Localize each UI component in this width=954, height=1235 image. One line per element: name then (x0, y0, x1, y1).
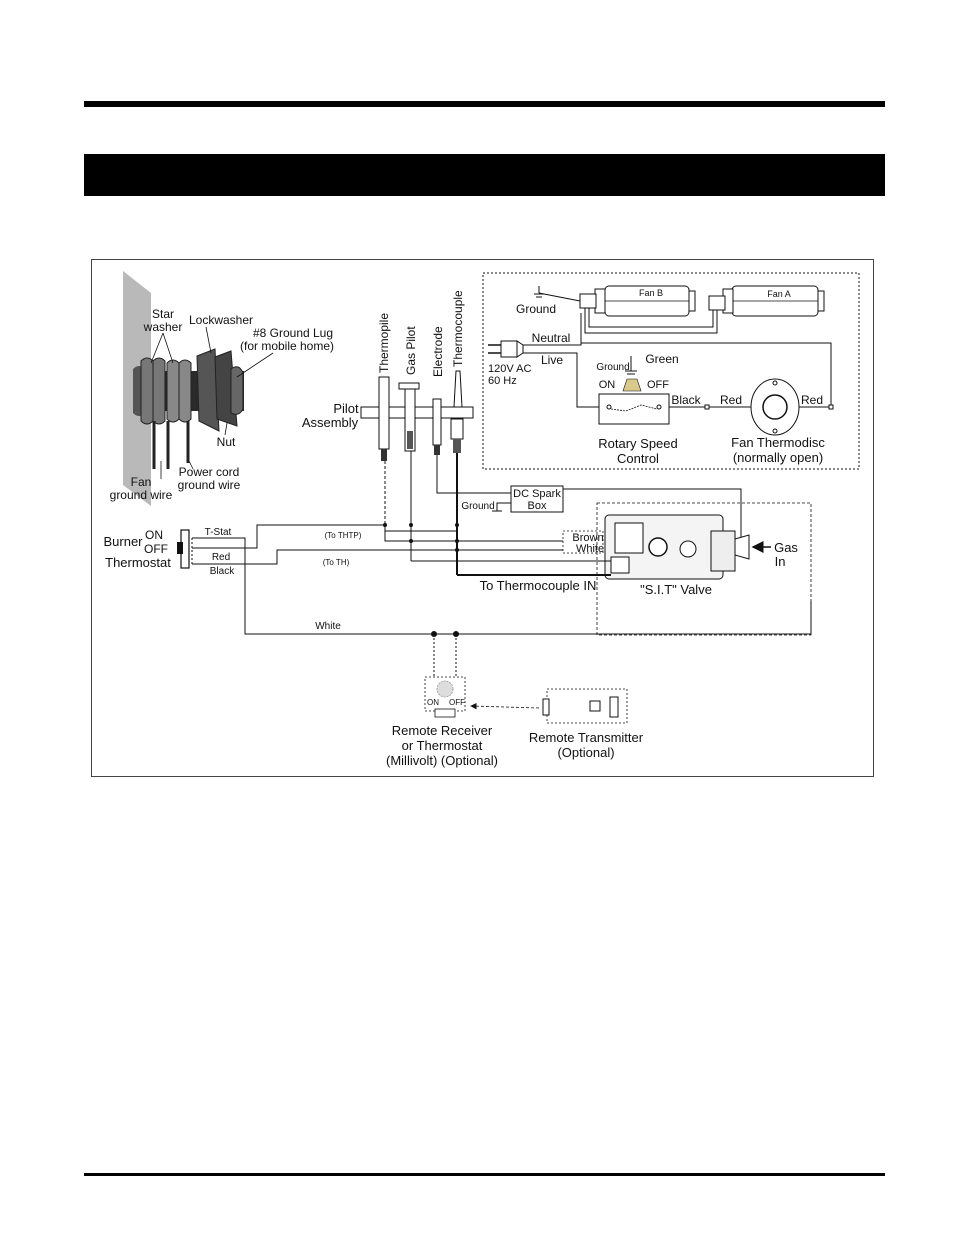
title-bar (84, 154, 885, 196)
label-fan-thermodisc-2: (normally open) (733, 450, 823, 465)
label-power-ground: Power cord (179, 465, 240, 479)
label-on: ON (599, 379, 616, 391)
remote-signal-arrow (470, 702, 540, 710)
label-lockwasher: Lockwasher (189, 313, 253, 327)
label-black-switch: Black (210, 566, 235, 577)
label-fan-a: Fan A (767, 289, 791, 299)
label-thermopile: Thermopile (377, 313, 391, 373)
fan-a (708, 285, 825, 317)
remote-receiver (424, 676, 466, 718)
electrode-shape (432, 398, 442, 446)
label-power-rating: 120V AC (488, 363, 531, 375)
brown-white-terminal (562, 530, 604, 554)
label-off: OFF (647, 379, 669, 391)
label-thermostat: Thermostat (105, 555, 171, 570)
label-fan-thermodisc: Fan Thermodisc (731, 435, 825, 450)
label-pilot-assembly-2: Assembly (302, 415, 359, 430)
label-gas-pilot: Gas Pilot (404, 326, 418, 375)
remote-transmitter (542, 688, 628, 724)
label-burner-off: OFF (144, 542, 168, 556)
label-remote-receiver-2: or Thermostat (402, 738, 483, 753)
label-fan-ground: Fan (131, 475, 152, 489)
label-burner: Burner (103, 534, 143, 549)
dc-spark-box (510, 485, 564, 513)
wire-junctions (383, 523, 459, 637)
label-power-ground-2: ground wire (178, 478, 241, 492)
valve-knob-icon (679, 540, 697, 558)
label-ground-lug: #8 Ground Lug (253, 326, 333, 340)
label-pilot-assembly: Pilot (333, 401, 359, 416)
label-electrode: Electrode (431, 326, 445, 377)
fan-thermodisc (750, 378, 834, 436)
label-ground-lug-2: (for mobile home) (240, 339, 334, 353)
top-rule (84, 101, 885, 107)
knob-icon (622, 378, 642, 392)
label-brown: Brown (572, 532, 603, 544)
gas-pilot-shape (404, 388, 416, 452)
label-white-valve: White (576, 543, 604, 555)
pilot-assembly (360, 370, 474, 461)
label-gas-in: Gas (774, 540, 798, 555)
label-gas-in-2: In (775, 554, 786, 569)
main-wiring (191, 451, 812, 677)
wiring-diagram-frame: Star washer Lockwasher #8 Ground Lug (fo… (91, 259, 874, 777)
label-green: Green (645, 352, 678, 366)
label-red-wire-1: Red (720, 393, 742, 407)
label-to-thermocouple-in: To Thermocouple IN (480, 578, 597, 593)
label-burner-on: ON (145, 528, 163, 542)
spark-wiring (436, 455, 742, 541)
rotary-speed-control (598, 378, 710, 425)
label-star-washer: Star (152, 307, 174, 321)
label-power-frequency: 60 Hz (488, 375, 517, 387)
fan-wiring (521, 286, 832, 408)
label-receiver-off: OFF (449, 698, 465, 707)
label-red-switch: Red (212, 552, 230, 563)
fan-circuit-box (482, 272, 860, 470)
label-thermocouple: Thermocouple (451, 290, 465, 367)
label-nut: Nut (217, 435, 236, 449)
label-remote-transmitter: Remote Transmitter (529, 730, 644, 745)
label-remote-receiver: Remote Receiver (392, 723, 493, 738)
label-fan-b: Fan B (639, 288, 663, 298)
label-star-washer-2: washer (143, 320, 183, 334)
wiring-diagram: Star washer Lockwasher #8 Ground Lug (fo… (103, 271, 860, 768)
label-remote-receiver-3: (Millivolt) (Optional) (386, 753, 498, 768)
label-spark-ground: Ground (461, 501, 494, 512)
label-neutral: Neutral (532, 331, 571, 345)
fan-b (579, 285, 696, 317)
label-white-loop: White (315, 621, 341, 632)
bottom-rule (84, 1173, 885, 1176)
label-fan-ground: Ground (516, 302, 556, 316)
label-receiver-on: ON (427, 698, 439, 707)
label-live: Live (541, 353, 563, 367)
label-t-stat: T-Stat (205, 527, 232, 538)
valve-dashed-outline (596, 502, 812, 636)
label-rotary-speed-control-2: Control (617, 451, 659, 466)
label-fan-ground-2: ground wire (110, 488, 173, 502)
label-dc-spark-box: DC Spark (513, 488, 561, 500)
valve-dial-icon (648, 537, 668, 557)
sit-valve (604, 514, 750, 580)
label-rotary-speed-control: Rotary Speed (598, 436, 678, 451)
label-control-ground: Ground (596, 362, 629, 373)
label-to-thtp: (To THTP) (325, 531, 362, 540)
power-plug (488, 340, 524, 358)
label-dc-spark-box-2: Box (528, 500, 547, 512)
thermocouple-shape (453, 370, 463, 408)
label-sit-valve: "S.I.T" Valve (640, 582, 712, 597)
lockwasher-shape (196, 348, 220, 432)
label-red-wire-2: Red (801, 393, 823, 407)
label-to-th: (To TH) (323, 558, 350, 567)
label-remote-transmitter-2: (Optional) (557, 745, 614, 760)
burner-switch (177, 529, 190, 569)
thermopile-shape (378, 376, 390, 450)
label-black-wire: Black (671, 393, 701, 407)
ground-lug-assembly (123, 271, 274, 506)
